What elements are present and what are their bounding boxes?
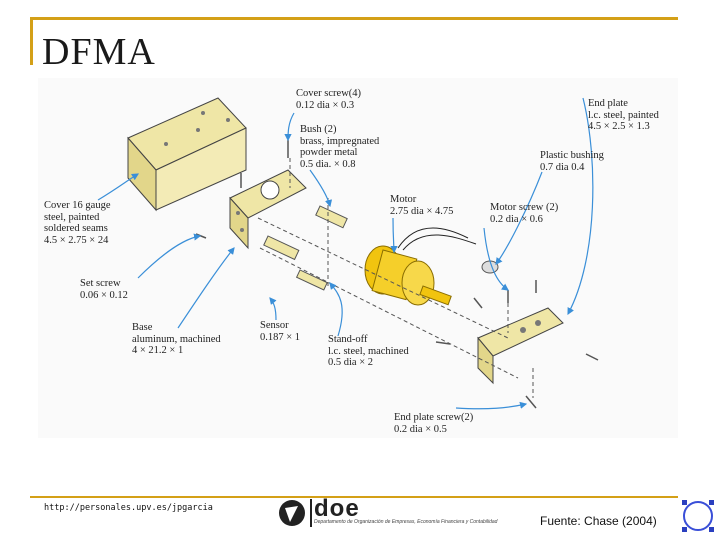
label-standoff: Stand-off l.c. steel, machined 0.5 dia ×… <box>328 334 409 369</box>
source-citation: Fuente: Chase (2004) <box>540 514 657 528</box>
title-top-rule <box>30 17 678 20</box>
doe-logo-icon <box>279 499 312 527</box>
label-line: 0.06 × 0.12 <box>80 289 128 301</box>
end-plate-part <box>477 307 564 385</box>
label-line: Base <box>132 322 153 333</box>
label-line: l.c. steel, painted <box>588 109 659 121</box>
label-line: Sensor <box>260 320 289 331</box>
cover-part <box>127 97 247 212</box>
label-base: Base aluminum, machined 4 × 21.2 × 1 <box>132 322 221 357</box>
label-line: 0.2 dia × 0.5 <box>394 423 447 435</box>
label-line: aluminum, machined <box>132 333 221 345</box>
slide-title: DFMA <box>42 31 156 73</box>
decorative-circle-icon <box>682 500 714 532</box>
label-line: Stand-off <box>328 334 368 345</box>
label-bush: Bush (2) brass, impregnated powder metal… <box>300 124 379 170</box>
label-line: 4 × 21.2 × 1 <box>132 345 184 356</box>
label-line: Motor <box>390 194 417 205</box>
label-cover: Cover 16 gauge steel, painted soldered s… <box>44 200 110 246</box>
label-line: 0.187 × 1 <box>260 331 301 343</box>
footer-rule <box>30 496 678 498</box>
label-line: 0.5 dia × 2 <box>328 357 373 368</box>
label-line: powder metal <box>300 147 358 158</box>
title-left-rule <box>30 17 33 65</box>
label-line: 0.5 dia. × 0.8 <box>300 158 356 170</box>
label-line: End plate <box>588 98 628 109</box>
label-line: 4.5 × 2.75 × 24 <box>44 234 109 246</box>
footer-url: http://personales.upv.es/jpgarcia <box>44 503 213 513</box>
label-line: Plastic bushing <box>540 150 604 161</box>
label-line: Set screw <box>80 278 121 289</box>
label-line: steel, painted <box>44 211 100 223</box>
base-part <box>229 169 307 250</box>
label-cover-screw: Cover screw(4) 0.12 dia × 0.3 <box>296 88 361 111</box>
label-line: Bush (2) <box>300 124 337 135</box>
label-line: End plate screw(2) <box>394 412 474 423</box>
assembly-drawing <box>97 97 599 410</box>
label-end-plate-screw: End plate screw(2) 0.2 dia × 0.5 <box>394 412 473 435</box>
doe-logo-subtitle: Departamento de Organización de Empresas… <box>314 519 498 525</box>
doe-logo-text: doe <box>314 495 360 522</box>
label-line: Cover 16 gauge <box>44 200 111 211</box>
label-sensor: Sensor 0.187 × 1 <box>260 320 300 343</box>
exploded-assembly-figure: Cover screw(4) 0.12 dia × 0.3 Bush (2) b… <box>38 78 678 438</box>
label-plastic-bushing: Plastic bushing 0.7 dia 0.4 <box>540 150 604 173</box>
label-motor: Motor 2.75 dia × 4.75 <box>390 194 453 217</box>
label-line: 0.7 dia 0.4 <box>540 161 585 173</box>
label-set-screw: Set screw 0.06 × 0.12 <box>80 278 128 301</box>
label-line: Cover screw(4) <box>296 88 362 99</box>
label-line: brass, impregnated <box>300 135 380 147</box>
label-line: l.c. steel, machined <box>328 345 409 357</box>
label-end-plate: End plate l.c. steel, painted 4.5 × 2.5 … <box>588 98 659 133</box>
motor-part <box>364 227 477 306</box>
label-line: 2.75 dia × 4.75 <box>390 205 454 217</box>
label-motor-screw: Motor screw (2) 0.2 dia × 0.6 <box>490 202 558 225</box>
label-line: soldered seams <box>44 223 108 234</box>
label-line: 4.5 × 2.5 × 1.3 <box>588 121 650 132</box>
label-line: 0.12 dia × 0.3 <box>296 99 355 111</box>
label-line: 0.2 dia × 0.6 <box>490 213 543 225</box>
label-line: Motor screw (2) <box>490 202 559 213</box>
